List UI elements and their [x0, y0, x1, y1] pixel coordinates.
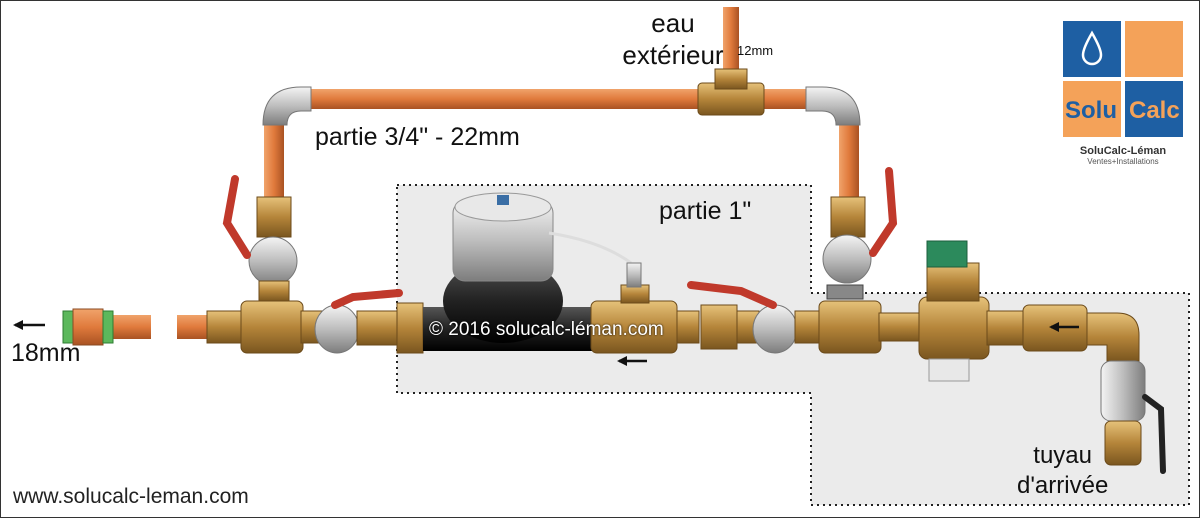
website-link[interactable]: www.solucalc-leman.com [13, 485, 249, 508]
bypass-pipe [262, 7, 861, 201]
flow-arrows [13, 320, 1079, 366]
logo-blue-square-bottom [1125, 81, 1183, 137]
outdoor-water-label-line1: eau [651, 8, 695, 38]
logo-tagline: Ventes+Installations [1087, 157, 1159, 166]
outlet-arrow-icon [13, 320, 45, 330]
logo-company-name: SoluCalc-Léman [1079, 145, 1167, 157]
part-1in-label: partie 1" [659, 197, 752, 225]
meter-outlet-valve [590, 262, 920, 354]
water-meter [423, 192, 632, 351]
outdoor-water-label: eau extérieur [613, 7, 733, 71]
zone-1in-left [396, 184, 1190, 506]
main-line [97, 289, 424, 354]
bypass-valve-right [822, 167, 898, 300]
pipe-12mm-label: 12mm [737, 43, 774, 58]
bypass-valve-left [222, 175, 298, 302]
filter-flow-arrow-icon [1049, 322, 1079, 332]
copyright-watermark: © 2016 solucalc-léman.com [429, 319, 664, 340]
outdoor-water-label-line2: extérieur [622, 40, 724, 70]
meter-flow-arrow-icon [617, 356, 647, 366]
inlet-assembly [1022, 304, 1166, 474]
logo-orange-square-top [1125, 21, 1183, 77]
logo-orange-square-bottom [1063, 81, 1121, 137]
solucalc-logo: Solu Calc SoluCalc-Léman Ventes+Installa… [1059, 17, 1187, 167]
outlet-fitting [62, 308, 114, 346]
pressure-reducer [918, 240, 1024, 382]
logo-text-calc: Calc [1129, 97, 1180, 124]
logo-blue-square [1063, 21, 1121, 77]
inlet-pipe-label: tuyau d'arrivée [1017, 441, 1108, 501]
part-22mm-label: partie 3/4" - 22mm [315, 123, 520, 151]
water-drop-icon [1081, 30, 1103, 66]
outlet-18mm-label: 18mm [11, 339, 81, 367]
inlet-pipe-label-line1: tuyau [1033, 442, 1092, 469]
inlet-pipe-label-line2: d'arrivée [1017, 472, 1109, 499]
logo-text-solu: Solu [1065, 97, 1117, 124]
